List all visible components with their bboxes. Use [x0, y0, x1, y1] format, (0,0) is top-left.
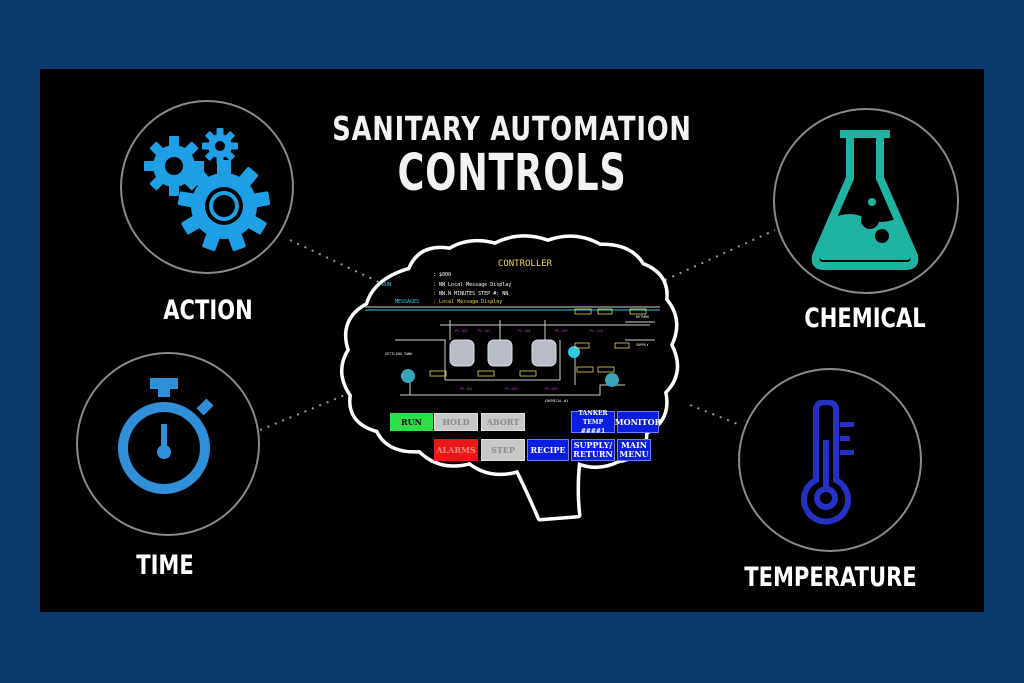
connector-temperature — [689, 404, 741, 426]
svg-text:PV-107: PV-107 — [478, 329, 491, 333]
run-button[interactable]: RUN — [390, 413, 433, 431]
temperature-ring — [738, 368, 922, 552]
svg-text:PV-108: PV-108 — [518, 329, 531, 333]
tanker-temp-button[interactable]: TANKER TEMP ####1 — [571, 410, 615, 435]
hmi-row2-val: : NN Local Message Display — [433, 282, 511, 288]
flask-icon — [811, 130, 919, 270]
hmi-row4-key: MESSAGES — [395, 299, 419, 305]
label-temperature: TEMPERATURE — [744, 562, 917, 593]
thermometer-icon — [801, 400, 854, 525]
svg-text:PV-201: PV-201 — [460, 387, 473, 391]
abort-button[interactable]: ABORT — [481, 413, 525, 431]
label-time: TIME — [136, 550, 194, 581]
svg-text:PV-202: PV-202 — [505, 387, 518, 391]
hmi-row1: : $000 — [433, 272, 451, 278]
alarms-button[interactable]: ALARMS — [434, 439, 478, 461]
hmi-title: CONTROLLER — [498, 259, 553, 269]
hmi-row2-key: RUN — [382, 282, 391, 288]
title-line-1: SANITARY AUTOMATION — [332, 109, 692, 148]
hmi-return: RETURN — [636, 315, 649, 319]
time-ring — [76, 352, 260, 536]
gears-icon — [144, 128, 271, 252]
chemical-ring — [773, 108, 959, 294]
svg-text:PV-110: PV-110 — [590, 329, 603, 333]
hmi-row4-val: : Local Message Display — [433, 299, 502, 305]
svg-text:PV-105: PV-105 — [455, 329, 468, 333]
hmi-supply: SUPPLY — [636, 343, 650, 347]
supply-return-button[interactable]: SUPPLY/ RETURN — [571, 439, 615, 461]
label-chemical: CHEMICAL — [804, 303, 926, 334]
svg-text:PV-203: PV-203 — [545, 387, 558, 391]
recipe-button[interactable]: RECIPE — [527, 439, 569, 461]
hold-button[interactable]: HOLD — [434, 413, 478, 431]
hmi-chemical: CHEMICAL #1 — [545, 399, 568, 403]
main-menu-button[interactable]: MAIN MENU — [617, 439, 651, 461]
title-line-2: CONTROLS — [397, 144, 627, 203]
svg-text:PV-109: PV-109 — [555, 329, 568, 333]
monitor-button[interactable]: MONITOR — [615, 411, 661, 433]
stopwatch-icon — [118, 378, 214, 494]
hmi-settling-tank: SETTLING TANK — [385, 352, 413, 356]
hmi-row3: : NN.N MINUTES STEP #: NN — [433, 291, 508, 297]
label-action: ACTION — [163, 295, 253, 326]
connector-action — [289, 239, 386, 286]
step-button[interactable]: STEP — [481, 439, 525, 461]
action-ring — [120, 100, 294, 274]
